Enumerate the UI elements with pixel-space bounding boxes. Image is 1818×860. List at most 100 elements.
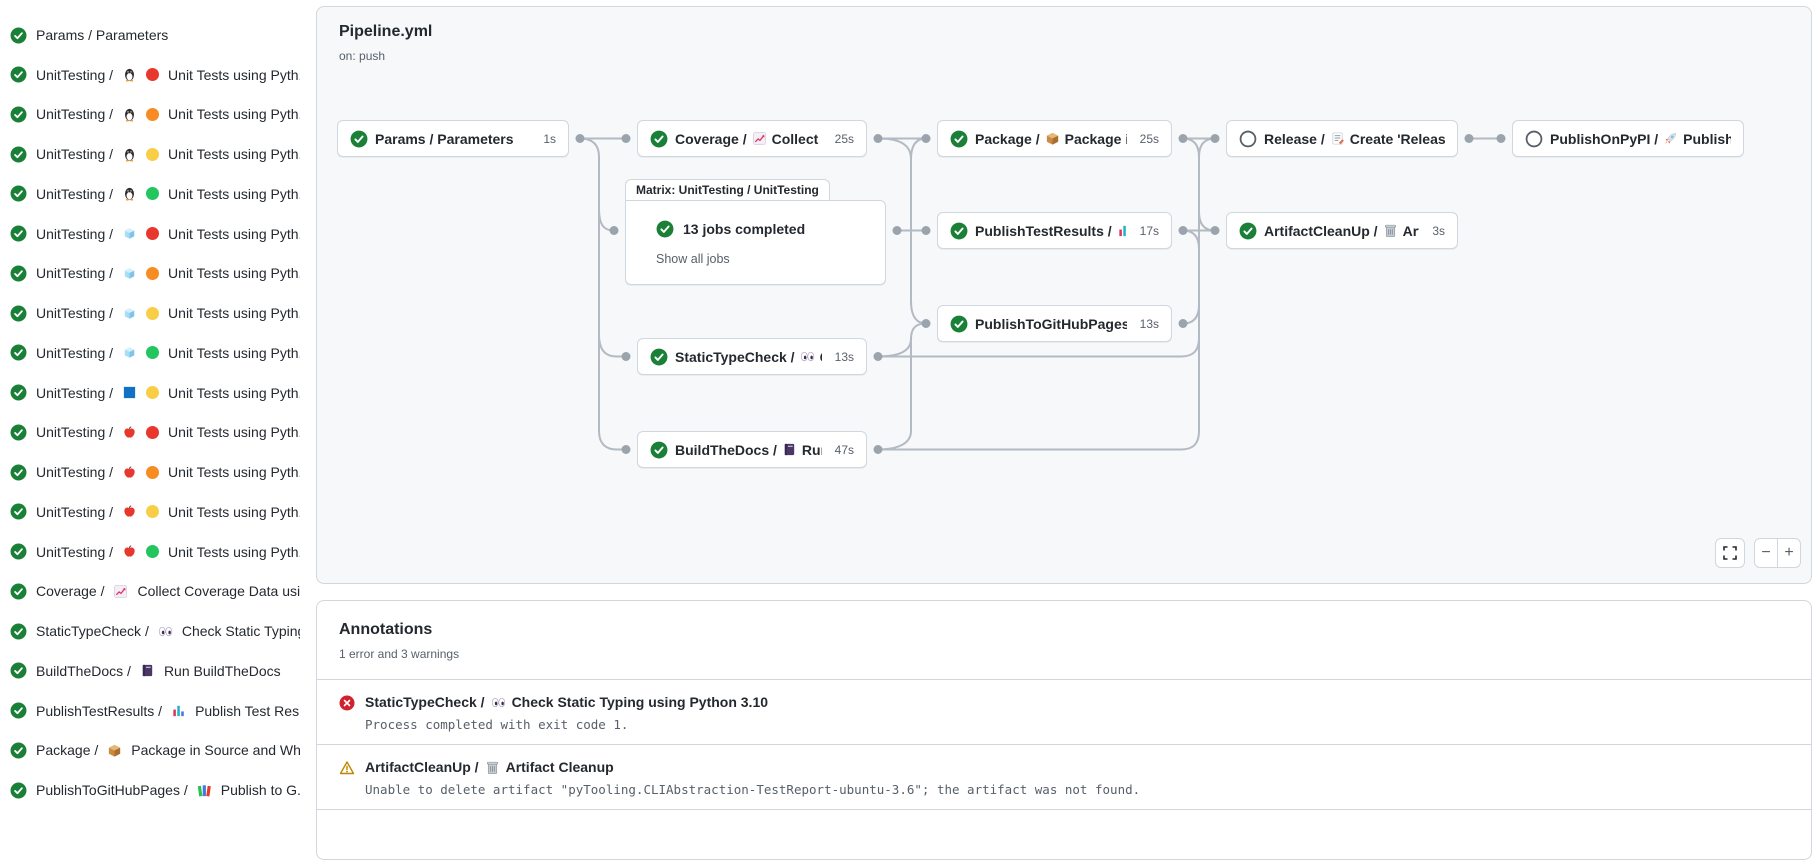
sidebar-job-item[interactable]: UnitTesting /Unit Tests using Pyth... [10, 336, 300, 370]
node-duration: 47s [834, 442, 854, 457]
annotations-title: Annotations [339, 621, 433, 638]
sidebar-job-item[interactable]: UnitTesting /Unit Tests using Pyth... [10, 97, 300, 131]
sidebar-job-item[interactable]: PublishTestResults / Publish Test Resu... [10, 694, 300, 728]
job-step-label: Check Static Typing... [181, 623, 300, 640]
node-label: StaticTypeCheck / Chec... [675, 349, 822, 365]
node-duration: 3s [1432, 223, 1445, 238]
green-dot-icon [146, 187, 160, 201]
sidebar-job-item[interactable]: PublishToGitHubPages /Publish to G... [10, 773, 300, 807]
sidebar-job-item[interactable]: UnitTesting /Unit Tests using Pyth... [10, 495, 300, 529]
job-name: Coverage / [36, 583, 105, 600]
matrix-group-box: 13 jobs completed Show all jobs [625, 200, 886, 285]
sidebar-job-item[interactable]: UnitTesting /Unit Tests using Pyth... [10, 177, 300, 211]
workflow-graph-panel: Pipeline.yml on: push Para [316, 6, 1812, 584]
green-dot-icon [146, 545, 160, 559]
sidebar-job-item[interactable]: Params / Parameters [10, 18, 300, 52]
orange-dot-icon [146, 465, 160, 479]
job-step-label: Run BuildTheDocs [163, 662, 281, 679]
graph-node-pypi[interactable]: PublishOnPyPI / Publish to ... [1512, 120, 1744, 157]
annotation-title-link[interactable]: ArtifactCleanUp / Artifact Cleanup [365, 759, 614, 775]
graph-node-package[interactable]: Package / Package in So...25s [937, 120, 1172, 157]
job-name: UnitTesting / [36, 185, 114, 202]
eyes-icon [491, 695, 506, 710]
graph-node-coverage[interactable]: Coverage / Collect Cove...25s [637, 120, 867, 157]
orange-dot-icon [146, 266, 160, 280]
warning-triangle-icon [339, 760, 355, 776]
job-name: PublishTestResults / [36, 702, 163, 719]
sidebar-job-item[interactable]: UnitTesting /Unit Tests using Pyth... [10, 217, 300, 251]
check-circle-icon [10, 66, 27, 83]
job-step-label: Unit Tests using Pyth... [168, 66, 300, 83]
yellow-dot-icon [146, 306, 160, 320]
job-name: UnitTesting / [36, 464, 114, 481]
check-circle-icon [10, 384, 27, 401]
zoom-out-button[interactable]: − [1761, 544, 1771, 561]
package-icon [1045, 131, 1060, 146]
skipped-circle-icon [1239, 130, 1257, 148]
sidebar-job-item[interactable]: StaticTypeCheck / Check Static Typing... [10, 614, 300, 648]
sidebar-job-item[interactable]: UnitTesting /Unit Tests using Pyth... [10, 256, 300, 290]
check-circle-icon [10, 543, 27, 560]
job-step-label: Unit Tests using Pyth... [168, 543, 300, 560]
node-duration: 17s [1139, 223, 1159, 238]
red-dot-icon [146, 425, 160, 439]
apple-icon [122, 465, 137, 480]
red-dot-icon [146, 68, 160, 82]
graph-node-ptr[interactable]: PublishTestResults / Pu...17s [937, 212, 1172, 249]
sidebar-job-item[interactable]: UnitTesting /Unit Tests using Pyth... [10, 376, 300, 410]
sidebar-job-item[interactable]: Package / Package in Source and Wh... [10, 733, 300, 767]
wastebasket-icon [1383, 223, 1398, 238]
graph-node-acu[interactable]: ArtifactCleanUp / Artifac...3s [1226, 212, 1458, 249]
job-name: UnitTesting / [36, 305, 114, 322]
graph-node-ptghp[interactable]: PublishToGitHubPages / ...13s [937, 305, 1172, 342]
workflow-trigger: on: push [339, 49, 386, 63]
check-circle-icon [10, 424, 27, 441]
sidebar-job-item[interactable]: UnitTesting /Unit Tests using Pyth... [10, 535, 300, 569]
annotations-panel: Annotations 1 error and 3 warnings Stati… [316, 600, 1812, 860]
zoom-in-button[interactable]: + [1777, 539, 1800, 567]
sidebar-job-item[interactable]: UnitTesting /Unit Tests using Pyth... [10, 455, 300, 489]
ice-cube-icon [122, 345, 137, 360]
blue-square-icon [122, 385, 137, 400]
job-step-label: Collect Coverage Data usi... [137, 583, 300, 600]
sidebar-job-item[interactable]: BuildTheDocs / Run BuildTheDocs [10, 654, 300, 688]
job-name: Package / [36, 742, 99, 759]
workflow-file-title: Pipeline.yml [339, 23, 433, 40]
job-step-label: Unit Tests using Pyth... [168, 424, 300, 441]
job-name: BuildTheDocs / [36, 662, 131, 679]
job-name: StaticTypeCheck / [36, 623, 149, 640]
node-label: Release / Create 'Release P... [1264, 130, 1445, 147]
graph-node-release[interactable]: Release / Create 'Release P... [1226, 120, 1458, 157]
graph-node-stc[interactable]: StaticTypeCheck / Chec...13s [637, 338, 867, 375]
check-circle-icon [10, 225, 27, 242]
books-icon [197, 783, 212, 798]
matrix-status: 13 jobs completed [656, 220, 805, 238]
chart-increasing-icon [752, 131, 767, 146]
ice-cube-icon [122, 306, 137, 321]
show-all-jobs-link[interactable]: Show all jobs [656, 252, 730, 266]
graph-node-params[interactable]: Params / Parameters 1s [337, 120, 569, 157]
check-circle-icon [10, 265, 27, 282]
sidebar-job-item[interactable]: UnitTesting /Unit Tests using Pyth... [10, 296, 300, 330]
check-circle-icon [950, 222, 968, 240]
matrix-group-tab: Matrix: UnitTesting / UnitTesting [625, 179, 830, 201]
book-icon [782, 442, 797, 457]
job-step-label: Publish to G... [220, 782, 300, 799]
sidebar-job-item[interactable]: UnitTesting /Unit Tests using Pyth... [10, 137, 300, 171]
book-icon [140, 663, 155, 678]
sidebar-job-item[interactable]: Coverage / Collect Coverage Data usi... [10, 574, 300, 608]
annotation-title-link[interactable]: StaticTypeCheck / Check Static Typing us… [365, 694, 769, 710]
sidebar-job-item[interactable]: UnitTesting /Unit Tests using Pyth... [10, 58, 300, 92]
chart-increasing-icon [113, 584, 128, 599]
job-step-label: Publish Test Resu... [195, 702, 300, 719]
fullscreen-button[interactable] [1715, 538, 1745, 568]
sidebar-job-item[interactable]: UnitTesting /Unit Tests using Pyth... [10, 415, 300, 449]
penguin-icon [122, 67, 137, 82]
apple-icon [122, 544, 137, 559]
bar-chart-icon [1117, 223, 1127, 238]
annotations-summary: 1 error and 3 warnings [339, 647, 460, 661]
job-step-label: Package in Source and Wh... [131, 742, 300, 759]
graph-node-btd[interactable]: BuildTheDocs / Run Buil...47s [637, 431, 867, 468]
annotation-message: Process completed with exit code 1. [365, 717, 629, 732]
